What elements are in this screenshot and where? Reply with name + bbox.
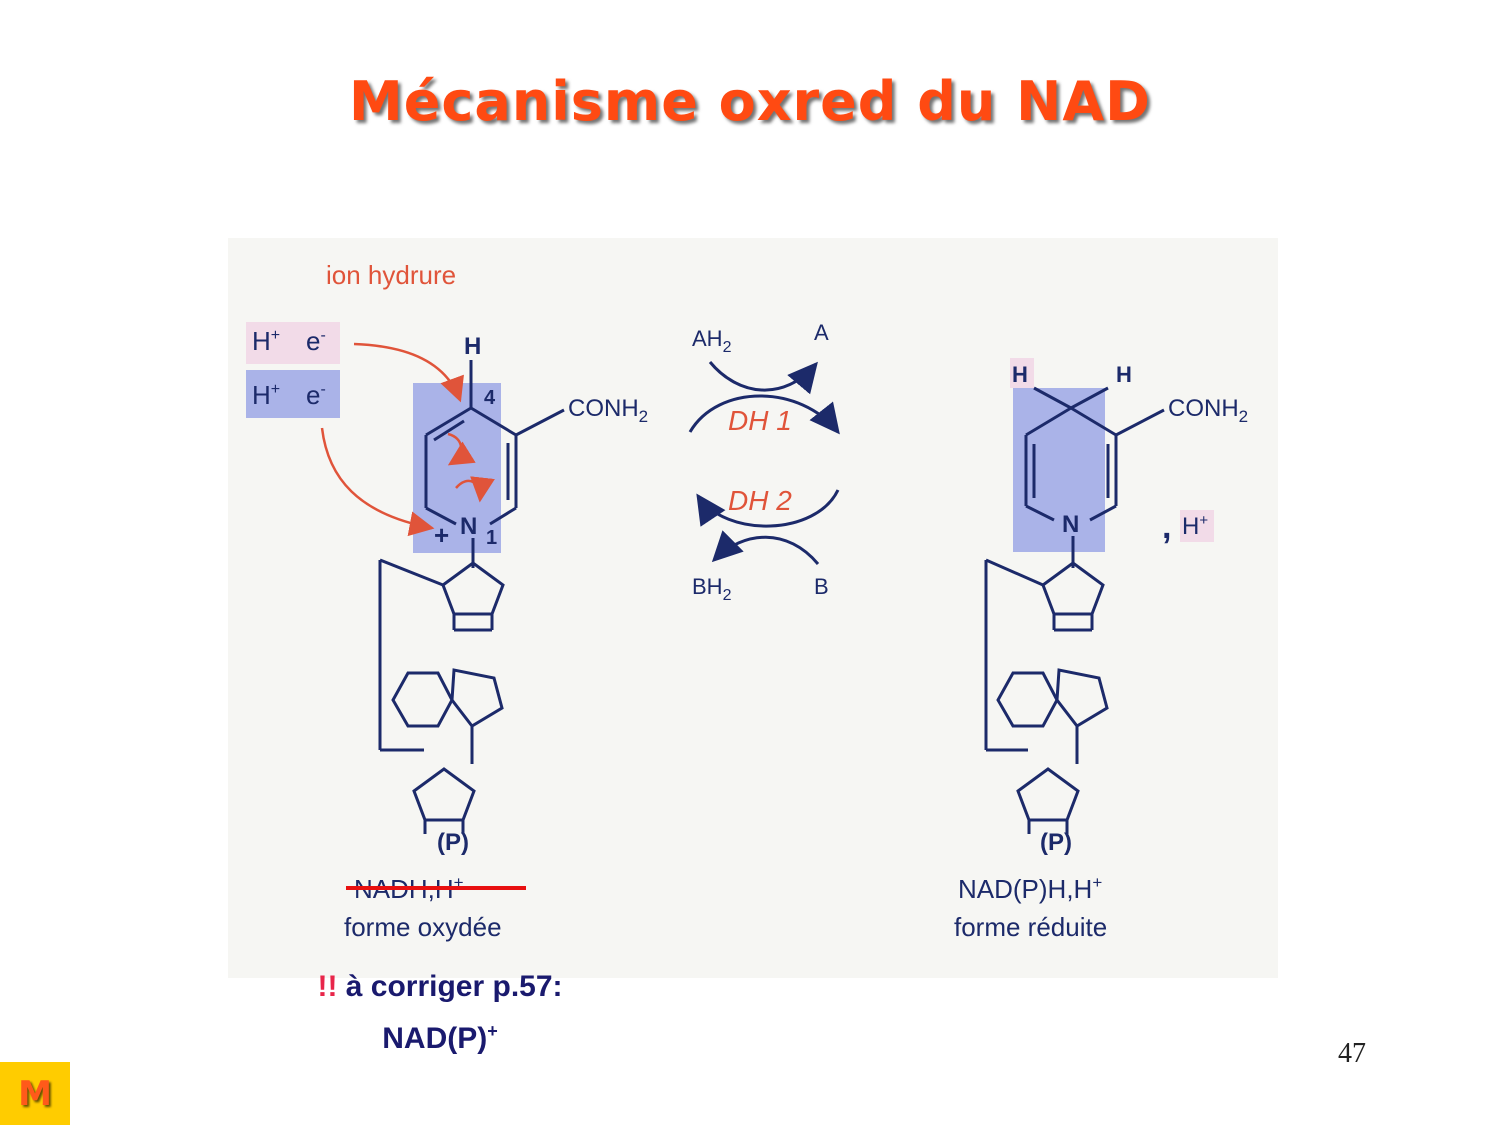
phosphate-right: (P): [1040, 829, 1072, 856]
n-label-right: N: [1062, 511, 1079, 538]
hydride-pink-box: [246, 322, 340, 364]
dh1-main-arrow: [688, 394, 840, 435]
ah2-label: AH2: [692, 326, 732, 356]
released-proton: H+: [1182, 512, 1208, 540]
h4-label-left: H: [464, 333, 481, 360]
bh2-label: BH2: [692, 574, 732, 604]
nad-mechanism-figure: ion hydrure H+ e- H+ e-: [228, 238, 1278, 978]
correction-note: !! à corriger p.57: NAD(P)+: [240, 965, 640, 1061]
slide-title: Mécanisme oxred du NAD: [349, 70, 1151, 133]
hydride-arrow-top: [353, 342, 464, 403]
conh2-right: CONH2: [1168, 395, 1248, 426]
position-1-label: 1: [486, 527, 497, 549]
proton-label-1: H+: [252, 326, 280, 356]
warning-marks: !!: [317, 970, 338, 1003]
h-right: H: [1116, 362, 1132, 387]
phosphate-left: (P): [437, 829, 469, 856]
nad-oxidized-structure: ion hydrure H+ e- H+ e-: [246, 260, 648, 942]
dh1-label: DH 1: [728, 405, 792, 436]
pyridine-ring-left: [424, 360, 565, 568]
hydride-label: ion hydrure: [326, 260, 456, 290]
h-hydride-right: H: [1012, 362, 1028, 387]
dh1-cofactor-arrow: [708, 361, 818, 395]
a-label: A: [814, 320, 829, 345]
position-4-label: 4: [484, 387, 496, 409]
hydride-blue-box: [246, 370, 340, 418]
dh2-label: DH 2: [728, 485, 792, 516]
n-label-left: N: [460, 513, 477, 540]
correction-text: à corriger p.57:: [337, 970, 563, 1003]
nad-mechanism-diagram: ion hydrure H+ e- H+ e-: [246, 260, 1248, 942]
electron-arrow-ring-2: [455, 476, 495, 503]
page-number: 47: [1338, 1038, 1366, 1069]
b-label: B: [814, 574, 829, 599]
dh2-main-arrow: [696, 489, 840, 528]
n-charge-label: +: [434, 520, 449, 550]
correction-line-2: NAD(P)+: [382, 1021, 498, 1055]
electron-label-2: e-: [306, 380, 326, 410]
left-form-label: forme oxydée: [344, 912, 502, 942]
hydride-arrow-bottom: [320, 427, 435, 537]
nad-backbone-right: [984, 558, 1109, 834]
electron-label-1: e-: [306, 326, 326, 356]
menu-button[interactable]: M: [0, 1062, 70, 1125]
correction-line-1: !! à corriger p.57:: [240, 965, 640, 1009]
comma-separator: ,: [1162, 508, 1171, 546]
proton-label-2: H+: [252, 380, 280, 410]
conh2-left: CONH2: [568, 395, 648, 426]
right-form-label: forme réduite: [954, 912, 1107, 942]
released-h-highlight: [1180, 510, 1214, 542]
reaction-arrows: AH2 A DH 1 DH 2 BH2 B: [688, 320, 840, 604]
electron-arrow-ring-1: [447, 432, 476, 466]
hydride-h-highlight: [1010, 358, 1034, 388]
right-name-label: NAD(P)H,H+: [958, 873, 1102, 904]
nadh-reduced-structure: H H N CONH2 , H+: [954, 358, 1248, 942]
dh2-cofactor-arrow: [711, 530, 820, 565]
nad-backbone-left: [378, 558, 505, 834]
